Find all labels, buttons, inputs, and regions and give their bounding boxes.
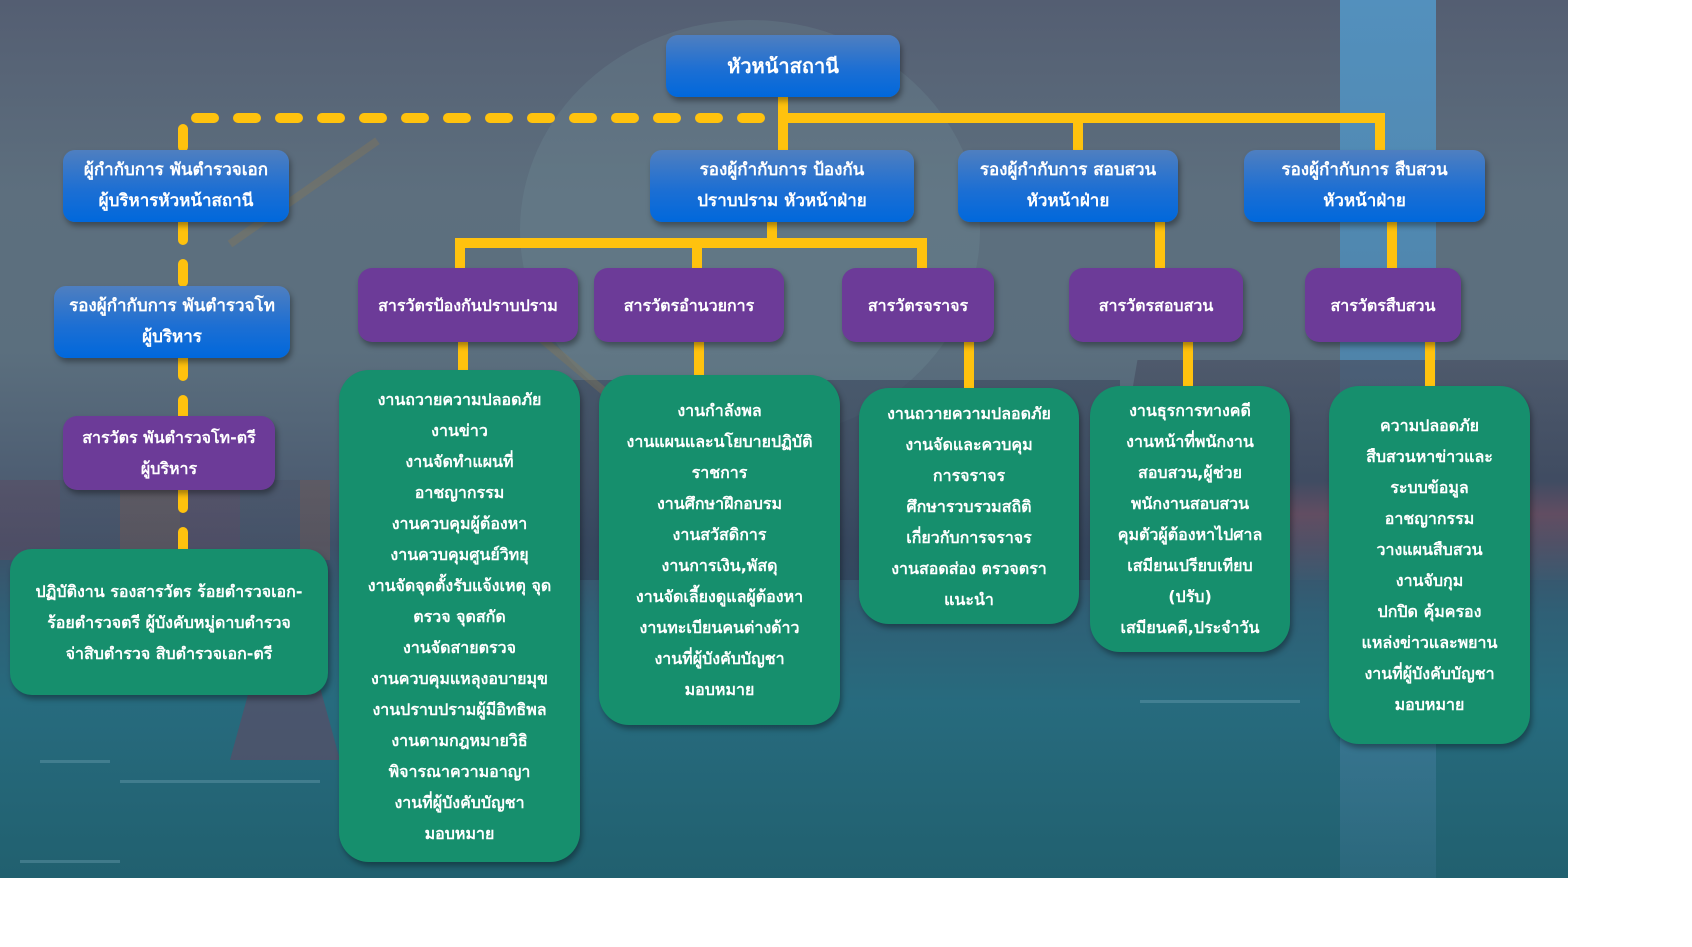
duties-traffic-box[interactable]: งานถวายความปลอดภัยงานจัดและควบคุมการจราจ…: [859, 388, 1079, 624]
deputy-superintendent-line: รองผู้กำกับการ พันตำรวจโท: [69, 296, 275, 316]
section-investigation-box[interactable]: สารวัตรสืบสวน: [1305, 268, 1461, 342]
duty-item: งานจัดจุดตั้งรับแจ้งเหตุ จุด: [367, 575, 552, 595]
section-title: สารวัตรสืบสวน: [1330, 295, 1436, 315]
section-inquiry-box[interactable]: สารวัตรสอบสวน: [1069, 268, 1243, 342]
duty-item: มอบหมาย: [1394, 695, 1465, 714]
duty-item: งานจัดทำแผนที่: [405, 451, 514, 471]
duty-item: งานควบคุมศูนย์วิทยุ: [390, 544, 529, 564]
duty-item: มอบหมาย: [424, 823, 495, 843]
duty-item: งานข่าว: [431, 420, 488, 440]
duty-item: แนะนำ: [944, 589, 994, 609]
duties-administration-box[interactable]: งานกำลังพลงานแผนและนโยบายปฏิบัติราชการงา…: [599, 375, 840, 725]
deputy-investigation-line: หัวหน้าฝ่าย: [1323, 191, 1406, 211]
background-containers: [0, 480, 330, 560]
duty-item: งานที่ผู้บังคับบัญชา: [394, 792, 525, 812]
duty-item: ปกปิด คุ้มครอง: [1377, 602, 1482, 621]
duties-investigation-box[interactable]: ความปลอดภัยสืบสวนหาข่าวและระบบข้อมูลอาชญ…: [1329, 386, 1530, 744]
duty-item: เสมียนเปรียบเทียบ: [1127, 556, 1253, 575]
duty-item: งานกำลังพล: [677, 401, 762, 420]
connector-lines: [178, 92, 1435, 554]
duty-item: วางแผนสืบสวน: [1376, 540, 1483, 559]
connector-to-section-traffic: [767, 238, 927, 273]
section-title: สารวัตรสอบสวน: [1098, 295, 1214, 315]
operations-duty-line: ร้อยตำรวจตรี ผู้บังคับหมู่ดาบตำรวจ: [47, 612, 291, 632]
duty-item: งานถวายความปลอดภัย: [887, 403, 1051, 423]
operations-duty-box[interactable]: ปฏิบัติงาน รองสารวัตร ร้อยตำรวจเอก- ร้อย…: [10, 549, 328, 695]
duty-item: ศึกษารวบรวมสถิติ: [906, 496, 1032, 516]
duty-item: งานจัดและควบคุม: [905, 434, 1033, 454]
connector-deputy-prevention-to-sections: [455, 217, 777, 273]
background-wave: [1140, 700, 1300, 703]
duty-item: งานสอดส่อง ตรวจตรา: [891, 558, 1047, 578]
connector-head-to-superintendent-dashed: [178, 113, 765, 155]
duty-item: งานจัดสายตรวจ: [403, 637, 516, 657]
duty-item: แหล่งข่าวและพยาน: [1361, 633, 1498, 652]
duty-item: การจราจร: [932, 465, 1006, 485]
deputy-investigation-box[interactable]: รองผู้กำกับการ สืบสวน หัวหน้าฝ่าย: [1244, 150, 1485, 222]
duty-item: มอบหมาย: [684, 680, 755, 699]
deputy-inquiry-line: รองผู้กำกับการ สอบสวน: [979, 160, 1157, 180]
duty-item: คุมตัวผู้ต้องหาไปศาล: [1117, 525, 1263, 544]
section-traffic-box[interactable]: สารวัตรจราจร: [842, 268, 994, 342]
duty-item: เสมียนคดี,ประจำวัน: [1120, 618, 1260, 637]
deputy-inquiry-box[interactable]: รองผู้กำกับการ สอบสวน หัวหน้าฝ่าย: [958, 150, 1178, 222]
inspector-line: สารวัตร พันตำรวจโท-ตรี: [82, 428, 256, 447]
duty-item: งานทะเบียนคนต่างด้าว: [639, 618, 800, 637]
operations-duty-line: จ่าสิบตำรวจ สิบตำรวจเอก-ตรี: [65, 643, 273, 663]
duty-item: งานถวายความปลอดภัย: [377, 389, 542, 409]
section-title: สารวัตรจราจร: [867, 295, 969, 315]
duty-item: งานศึกษาฝึกอบรม: [656, 494, 783, 513]
duty-item: งานปราบปรามผู้มีอิทธิพล: [372, 699, 547, 719]
deputy-prevention-line: รองผู้กำกับการ ป้องกัน: [699, 160, 865, 180]
section-title: สารวัตรป้องกันปราบปราม: [378, 295, 558, 315]
section-administration-box[interactable]: สารวัตรอำนวยการ: [594, 268, 784, 342]
operations-duty-line: ปฏิบัติงาน รองสารวัตร ร้อยตำรวจเอก-: [35, 581, 303, 601]
duty-item: อาชญากรรม: [1384, 509, 1475, 528]
background-wave: [20, 860, 120, 863]
duty-item: งานที่ผู้บังคับบัญชา: [1364, 664, 1495, 683]
background-wave: [40, 760, 110, 763]
duty-item: สอบสวน,ผู้ช่วย: [1138, 463, 1242, 482]
duty-item: งานควบคุมผู้ต้องหา: [391, 513, 528, 533]
deputy-prevention-line: ปราบปราม หัวหน้าฝ่าย: [697, 191, 867, 211]
head-station-label: หัวหน้าสถานี: [727, 53, 839, 78]
duty-item: งานการเงิน,พัสดุ: [661, 556, 778, 575]
deputy-investigation-line: รองผู้กำกับการ สืบสวน: [1281, 160, 1448, 180]
duty-item: งานที่ผู้บังคับบัญชา: [654, 649, 785, 668]
section-prevention-box[interactable]: สารวัตรป้องกันปราบปราม: [358, 268, 578, 342]
duty-item: งานควบคุมแหลุงอบายมุข: [371, 668, 548, 688]
duty-item: งานตามกฎหมายวิธิ: [391, 730, 528, 750]
section-title: สารวัตรอำนวยการ: [623, 295, 755, 315]
head-station-box[interactable]: หัวหน้าสถานี: [666, 35, 900, 97]
org-chart-canvas: หัวหน้าสถานี ผู้กำกับการ พันตำรวจเอก ผู้…: [0, 0, 1568, 878]
superintendent-line: ผู้บริหารหัวหน้าสถานี: [98, 191, 254, 211]
duty-item: สืบสวนหาข่าวและ: [1366, 447, 1493, 466]
duty-item: งานหน้าที่พนักงาน: [1126, 432, 1254, 451]
duties-prevention-box[interactable]: งานถวายความปลอดภัยงานข่าวงานจัดทำแผนที่อ…: [339, 370, 580, 862]
duty-item: งานสวัสดิการ: [672, 525, 767, 544]
duty-item: อาชญากรรม: [414, 482, 505, 502]
duty-item: งานจัดเลี้ยงดูแลผู้ต้องหา: [635, 587, 804, 606]
duty-item: พนักงานสอบสวน: [1130, 494, 1250, 513]
superintendent-line: ผู้กำกับการ พันตำรวจเอก: [83, 160, 269, 180]
duty-item: ระบบข้อมูล: [1390, 478, 1469, 497]
duty-item: งานจับกุม: [1395, 571, 1464, 590]
duties-inquiry-box[interactable]: งานธุรการทางคดีงานหน้าที่พนักงานสอบสวน,ผ…: [1090, 386, 1290, 652]
deputy-inquiry-line: หัวหน้าฝ่าย: [1026, 191, 1110, 211]
superintendent-box[interactable]: ผู้กำกับการ พันตำรวจเอก ผู้บริหารหัวหน้า…: [63, 150, 289, 222]
background-wave: [120, 780, 320, 783]
duty-item: ความปลอดภัย: [1379, 416, 1480, 435]
duty-item: งานธุรการทางคดี: [1129, 401, 1251, 420]
deputy-prevention-box[interactable]: รองผู้กำกับการ ป้องกัน ปราบปราม หัวหน้าฝ…: [650, 150, 914, 222]
inspector-line: ผู้บริหาร: [140, 459, 198, 478]
duty-item: พิจารณาความอาญา: [388, 761, 531, 781]
duty-item: งานแผนและนโยบายปฏิบัติ: [626, 432, 813, 451]
duty-item: เกี่ยวกับการจราจร: [906, 527, 1032, 547]
duty-item: (ปรับ): [1168, 587, 1212, 606]
inspector-box[interactable]: สารวัตร พันตำรวจโท-ตรี ผู้บริหาร: [63, 416, 275, 490]
deputy-superintendent-box[interactable]: รองผู้กำกับการ พันตำรวจโท ผู้บริหาร: [54, 286, 290, 358]
deputy-superintendent-line: ผู้บริหาร: [142, 327, 202, 347]
duty-item: ตรวจ จุดสกัด: [413, 606, 506, 626]
duty-item: ราชการ: [691, 463, 748, 482]
